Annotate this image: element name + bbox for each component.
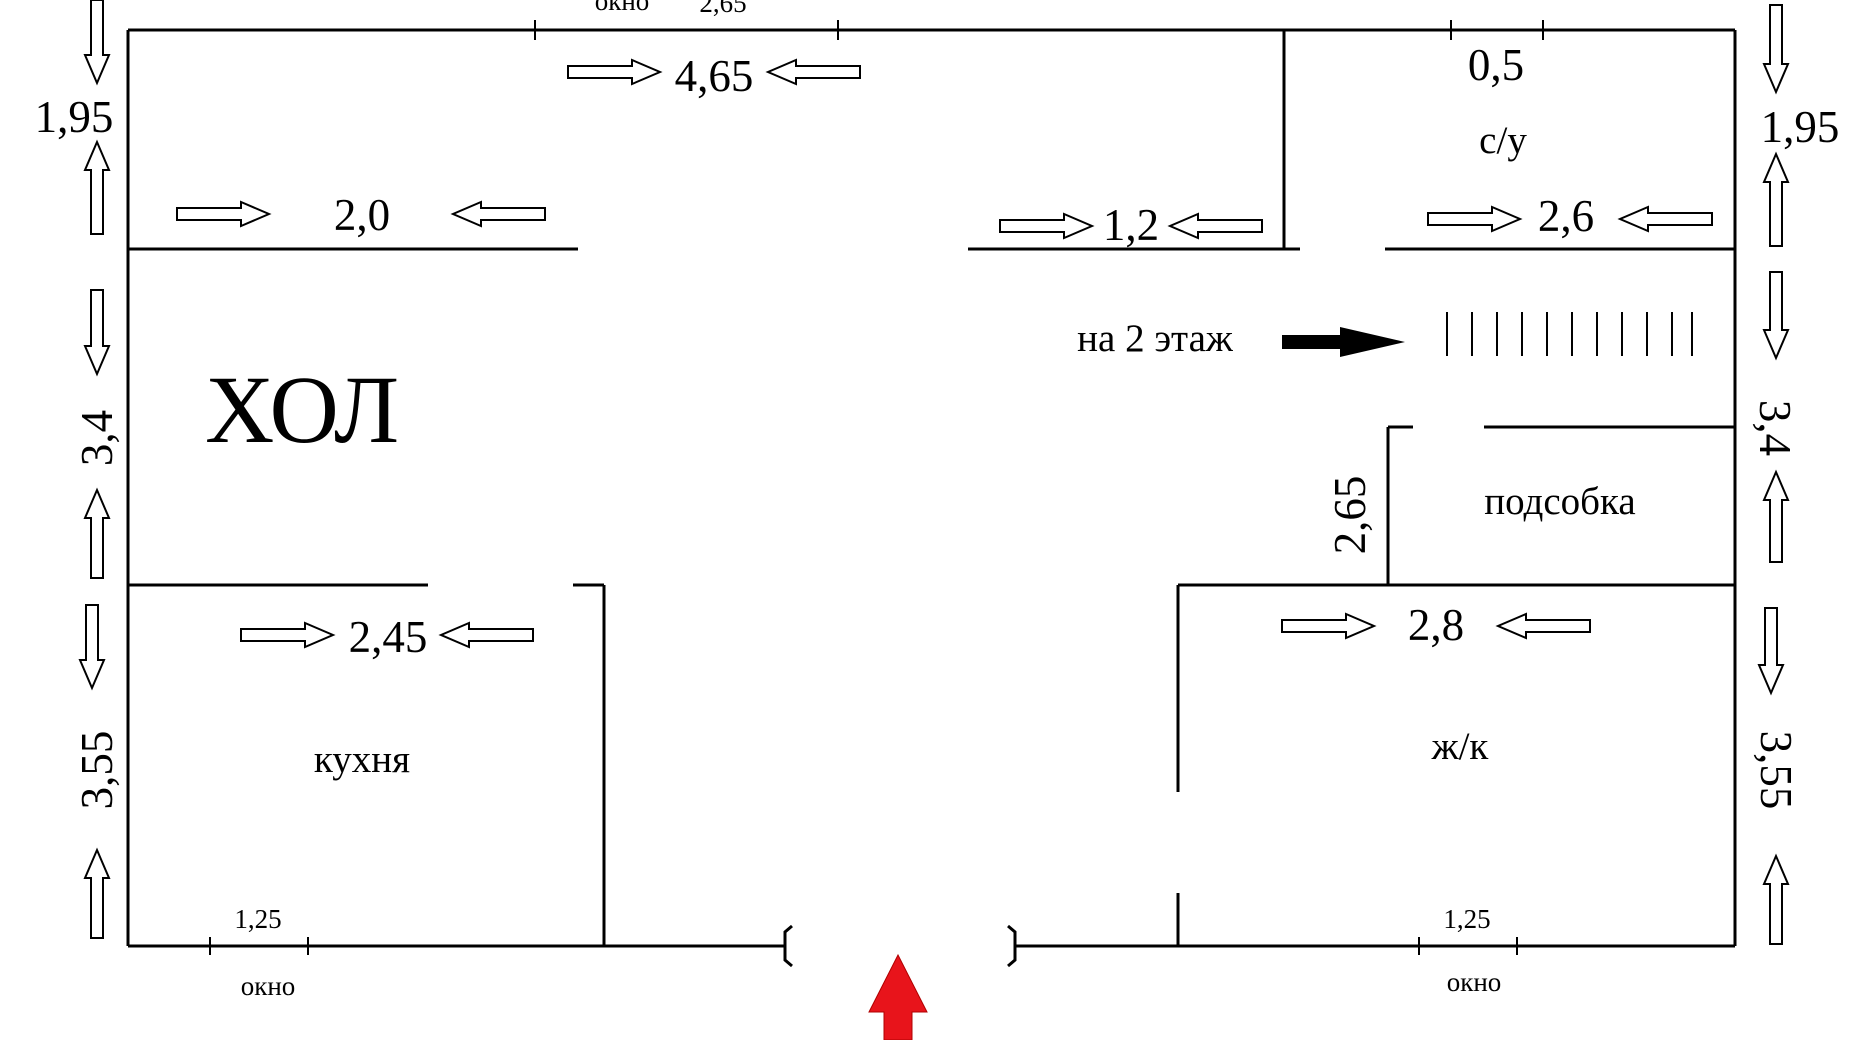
window-ticks: [209, 20, 1544, 955]
stairs-label: на 2 этаж: [1077, 317, 1234, 360]
dim-left-bottom-height: 3,55: [72, 731, 122, 810]
dimension-arrow-icon: [78, 604, 106, 691]
room-label-bathroom: с/у: [1479, 119, 1527, 162]
dimension-arrow-icon: [999, 212, 1095, 240]
dim-top-width: 4,65: [675, 51, 754, 101]
dim-middle-upper-width: 1,2: [1103, 200, 1159, 250]
entrance-arrow-icon: [868, 953, 928, 1040]
room-label-pantry: подсобка: [1484, 480, 1635, 523]
dimension-arrow-icon: [1762, 4, 1790, 95]
entrance-jamb-right: [1007, 924, 1017, 968]
dimension-arrow-icon: [438, 621, 534, 649]
staircase: [1446, 312, 1693, 356]
stairs-arrow-icon: [1282, 327, 1405, 357]
dimension-arrow-icon: [83, 487, 111, 579]
dim-left-hall-height: 3,4: [72, 410, 122, 466]
dim-pantry-height: 2,65: [1325, 476, 1375, 555]
walls: [126, 28, 1737, 968]
room-label-kitchen: кухня: [314, 738, 410, 781]
dimension-arrow-icon: [765, 58, 861, 86]
dim-bath-window: 0,5: [1468, 40, 1524, 90]
dimension-arrow-icon: [450, 200, 546, 228]
dim-right-bottom-height: 3,55: [1751, 731, 1801, 810]
dimension-arrow-icon: [1495, 612, 1591, 640]
dimension-arrow-icon: [1281, 612, 1377, 640]
dimension-arrow-icon: [83, 847, 111, 939]
dimension-arrow-icon: [240, 621, 336, 649]
dimension-arrow-icon: [83, 139, 111, 235]
dimension-arrow-icon: [1762, 151, 1790, 247]
dimension-arrow-icon: [1762, 853, 1790, 945]
entrance-jamb-left: [783, 924, 793, 968]
dim-right-hall-height: 3,4: [1750, 400, 1800, 456]
dimension-arrow-icon: [1427, 205, 1523, 233]
dimension-arrow-icon: [1757, 607, 1785, 696]
dimension-arrow-icon: [1167, 212, 1263, 240]
dimension-arrow-icon: [1762, 469, 1790, 563]
room-label-hall: ХОЛ: [205, 356, 399, 463]
dimension-arrow-icon: [1617, 205, 1713, 233]
dimension-arrows: [78, 0, 1790, 945]
dim-right-top-height: 1,95: [1761, 102, 1840, 152]
window-label-top: окно: [595, 0, 650, 16]
dim-kitchen-window: 1,25: [234, 904, 281, 934]
dimension-arrow-icon: [83, 0, 111, 86]
dim-living-window: 1,25: [1443, 904, 1490, 934]
dim-kitchen-width: 2,45: [349, 612, 428, 662]
room-label-living: ж/к: [1431, 725, 1489, 768]
window-label-living: окно: [1447, 967, 1502, 997]
dim-living-width: 2,8: [1408, 600, 1464, 650]
dim-top-window: 2,65: [699, 0, 746, 18]
dim-left-upper-width: 2,0: [334, 190, 390, 240]
dimension-arrow-icon: [1762, 271, 1790, 361]
dimension-arrow-icon: [567, 58, 663, 86]
dim-bath-width: 2,6: [1538, 191, 1594, 241]
window-label-kitchen: окно: [241, 971, 296, 1001]
dimension-arrow-icon: [83, 289, 111, 377]
dimension-arrow-icon: [176, 200, 272, 228]
dim-left-top-height: 1,95: [35, 92, 114, 142]
